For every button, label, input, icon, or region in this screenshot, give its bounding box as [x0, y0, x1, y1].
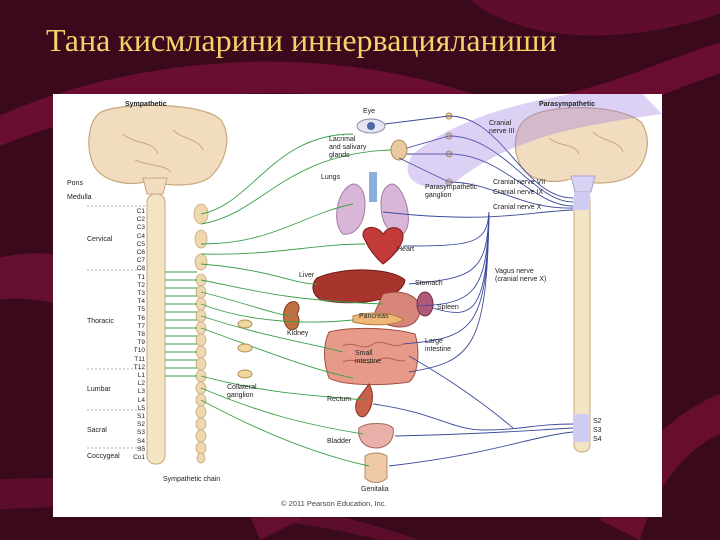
segment-label: Co1 — [133, 454, 145, 461]
segment-label: S5 — [137, 445, 145, 453]
organ-stomach: Stomach — [415, 280, 443, 287]
gland-drawing — [390, 139, 408, 161]
segment-label: L1 — [137, 372, 145, 379]
sacral-output-s4: S4 — [593, 436, 602, 443]
parasympathetic-title: Parasympathetic — [539, 101, 596, 108]
segment-label: T9 — [137, 339, 145, 347]
pancreas-drawing — [352, 312, 404, 326]
sympathetic-title: Sympathetic — [125, 101, 167, 108]
segment-label: C3 — [136, 224, 145, 232]
sympathetic-fibers — [165, 133, 392, 467]
kidney-drawing — [283, 301, 300, 331]
parasympathetic-fibers — [372, 115, 574, 467]
segment-label: S2 — [137, 421, 145, 429]
spleen-drawing — [416, 291, 434, 317]
region-thoracic: Thoracic — [87, 318, 114, 325]
intestine-drawing — [324, 327, 419, 386]
diagram-artwork — [87, 94, 662, 483]
organ-eye: Eye — [363, 108, 376, 115]
innervation-figure: Sympathetic Parasympathetic Pons Medulla… — [53, 94, 662, 517]
organ-genitalia: Genitalia — [361, 486, 389, 493]
parasympathetic-brain — [514, 107, 648, 453]
segment-label: T11 — [134, 355, 145, 363]
organ-bladder: Bladder — [327, 438, 352, 445]
region-coccygeal: Coccygeal — [87, 453, 120, 460]
segment-label: C4 — [136, 232, 145, 240]
sacral-output-s2: S2 — [593, 418, 602, 425]
sympathetic-spinal-cord — [146, 193, 166, 465]
region-separators — [87, 205, 145, 449]
pons-label: Pons — [67, 180, 83, 187]
segment-label: L5 — [137, 404, 145, 412]
nerve-cn10: Cranial nerve X — [493, 204, 542, 211]
organ-illustrations — [283, 118, 434, 483]
medulla-label: Medulla — [67, 194, 92, 201]
segment-label: L2 — [137, 380, 145, 388]
nerve-cn9: Cranial nerve IX — [493, 189, 544, 196]
segment-label: C7 — [136, 257, 145, 265]
segment-label: C6 — [136, 249, 145, 256]
organ-large-intestine: Large intestine — [425, 338, 452, 353]
nerve-cn3: Cranial nerve III — [489, 120, 515, 135]
region-lumbar: Lumbar — [87, 386, 111, 393]
segment-label: T12 — [133, 363, 145, 371]
segment-label: T2 — [137, 281, 145, 289]
parasympathetic-ganglion-label: Parasympathetic ganglion — [425, 184, 478, 199]
segment-label: C5 — [136, 240, 145, 248]
segment-label: L3 — [137, 388, 145, 396]
sacral-output-s3: S3 — [593, 427, 602, 434]
segment-label: T10 — [133, 347, 145, 355]
segment-label: C2 — [136, 216, 145, 224]
nerve-vagus: Vagus nerve (cranial nerve X) — [495, 268, 547, 283]
organ-spleen: Spleen — [437, 304, 459, 311]
segment-label: T4 — [137, 298, 145, 306]
organ-liver: Liver — [299, 272, 315, 279]
sympathetic-chain — [193, 203, 209, 464]
segment-label: T7 — [137, 322, 145, 330]
segment-label: T5 — [137, 306, 145, 314]
sympathetic-chain-label: Sympathetic chain — [163, 476, 221, 483]
slide-title: Тана кисмларини иннервацияланиши — [46, 22, 557, 58]
organ-kidney: Kidney — [287, 330, 309, 337]
segment-label: T1 — [137, 273, 145, 281]
segment-label: T3 — [137, 290, 145, 297]
heart-drawing — [362, 226, 404, 265]
segment-label: S3 — [137, 429, 145, 437]
watermark-band — [407, 94, 662, 188]
organ-rectum: Rectum — [327, 396, 352, 403]
nerve-cn7: Cranial nerve VII — [493, 179, 546, 186]
segment-label: L4 — [137, 396, 145, 404]
region-cervical: Cervical — [87, 236, 113, 243]
segment-label: T8 — [137, 331, 145, 338]
organ-lacrimal: Lacrimal and salivary glands — [329, 136, 367, 159]
segment-label: S1 — [137, 413, 145, 420]
segment-label: T6 — [137, 314, 145, 322]
segment-label: C1 — [136, 208, 145, 215]
rectum-drawing — [355, 383, 373, 418]
segment-label: S4 — [137, 437, 145, 445]
organ-small-intestine: Small intestine — [355, 350, 382, 365]
organ-lungs: Lungs — [321, 174, 341, 181]
copyright-notice: © 2011 Pearson Education, Inc. — [281, 499, 387, 508]
region-sacral: Sacral — [87, 427, 107, 434]
organ-pancreas: Pancreas — [359, 313, 389, 320]
sympathetic-brain — [88, 104, 228, 195]
organ-heart: Heart — [397, 246, 415, 253]
genitalia-drawing — [364, 452, 388, 483]
segment-label: C8 — [136, 265, 145, 273]
collateral-ganglion-label: Collateral ganglion — [227, 384, 257, 399]
bladder-drawing — [358, 423, 394, 449]
